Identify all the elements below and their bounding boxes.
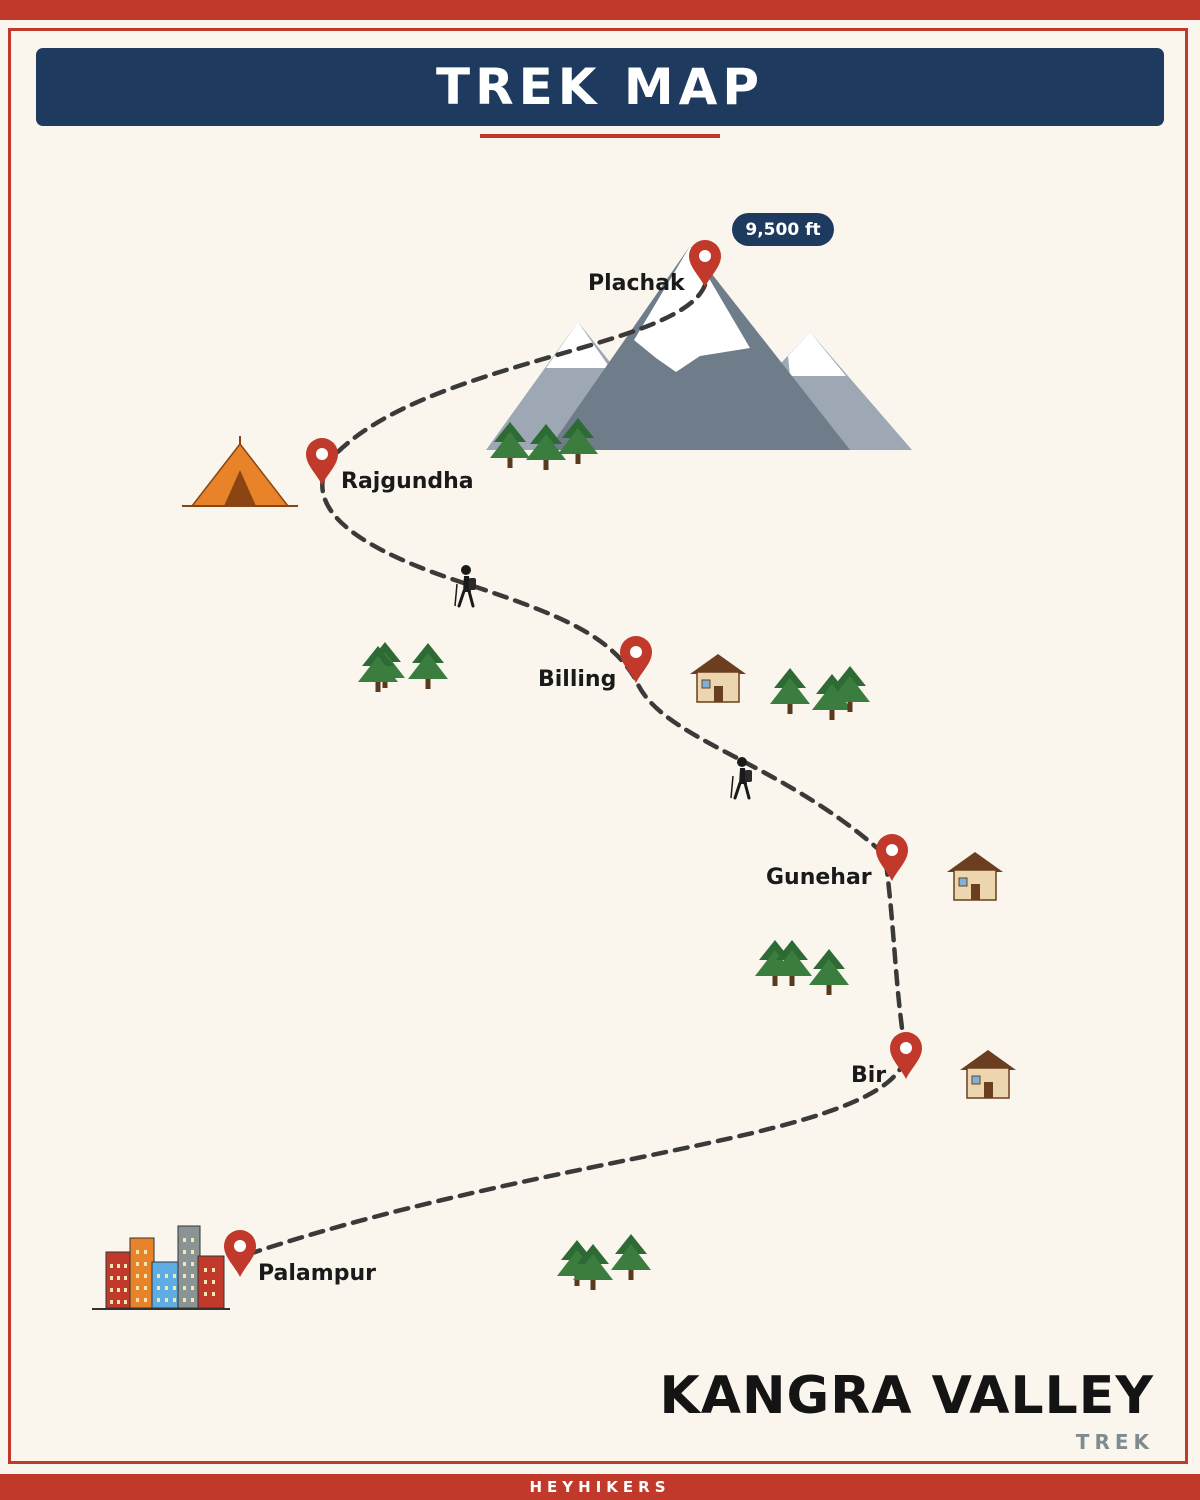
hiker-icon [453,563,478,608]
tent-icon [182,436,298,507]
stop-label-palampur: Palampur [258,1261,376,1286]
elevation-badge: 9,500 ft [732,213,834,246]
map-frame [8,28,1188,1464]
stop-label-bir: Bir [851,1063,886,1088]
stop-label-billing: Billing [538,667,616,692]
brand-subtitle: TREK [1075,1430,1154,1454]
house-icon [689,653,747,703]
map-pin-icon[interactable] [876,834,908,881]
trek-trail [243,282,909,1258]
elevation-text: 9,500 ft [745,220,820,240]
stop-label-rajgundha: Rajgundha [341,469,474,494]
pine-tree-cluster [770,666,870,720]
brand-title: KANGRA VALLEY [659,1366,1154,1426]
footer-bar: HEYHIKERS [0,1474,1200,1500]
stop-label-gunehar: Gunehar [766,865,872,890]
pine-tree-cluster [755,940,849,995]
page-title: TREK MAP [435,58,764,116]
map-pin-icon[interactable] [620,636,652,683]
footer-text: HEYHIKERS [529,1478,671,1496]
map-pin-icon[interactable] [890,1032,922,1079]
title-underline [480,134,720,138]
pine-tree-cluster [358,642,448,692]
city-icon [92,1225,230,1310]
mountain-icon [486,246,912,450]
stop-label-plachak: Plachak [588,271,686,296]
house-icon [959,1049,1017,1099]
top-accent-bar [0,0,1200,20]
header-banner: TREK MAP [36,48,1164,126]
map-pin-icon[interactable] [306,438,338,485]
pine-tree-cluster [557,1234,651,1290]
house-icon [946,851,1004,901]
map-pin-icon[interactable] [224,1230,256,1277]
